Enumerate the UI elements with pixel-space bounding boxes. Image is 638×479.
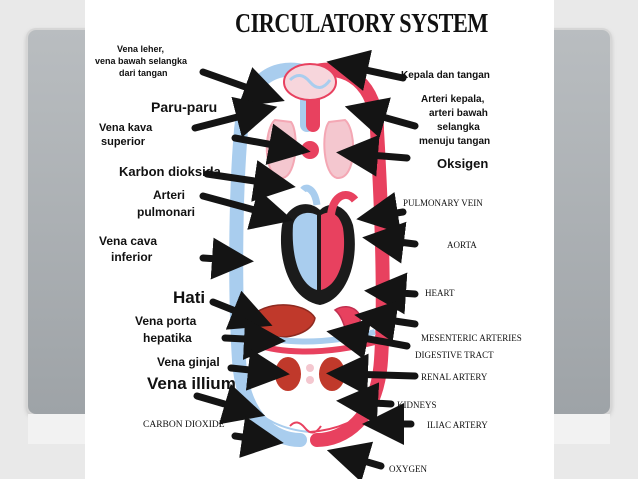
label-arteri-kepala: Arteri kepala, bbox=[421, 94, 485, 105]
label-vena-bawah-selangka: vena bawah selangka bbox=[95, 56, 188, 66]
label-mesenteric-arteries: MESENTERIC ARTERIES bbox=[421, 333, 522, 343]
page-title: CIRCULATORY SYSTEM bbox=[235, 8, 488, 38]
digestive-tract-shape bbox=[333, 306, 361, 334]
label-superior: superior bbox=[101, 136, 146, 148]
label-heart: HEART bbox=[425, 288, 455, 298]
label-karbon-dioksida: Karbon dioksida bbox=[119, 164, 221, 179]
label-vena-kava: Vena kava bbox=[99, 122, 153, 134]
label-vena-illium: Vena illium bbox=[147, 374, 236, 393]
label-kidneys: KIDNEYS bbox=[397, 400, 437, 410]
label-pulmonary-vein: PULMONARY VEIN bbox=[403, 198, 483, 208]
label-arteri-bawah: arteri bawah bbox=[429, 108, 488, 119]
label-aorta: AORTA bbox=[447, 240, 477, 250]
kidneys bbox=[275, 357, 345, 391]
label-vena-porta: Vena porta bbox=[135, 314, 197, 328]
label-arrows bbox=[191, 49, 419, 479]
label-paru-paru: Paru-paru bbox=[151, 99, 218, 115]
label-kepala-dan-tangan: Kepala dan tangan bbox=[401, 70, 490, 81]
label-iliac-artery: ILIAC ARTERY bbox=[427, 420, 488, 430]
label-oxygen: OXYGEN bbox=[389, 464, 427, 474]
label-inferior: inferior bbox=[111, 250, 153, 264]
circulatory-poster: CIRCULATORY SYSTEM Vena leher, vena bawa… bbox=[85, 0, 554, 479]
label-selangka: selangka bbox=[437, 122, 480, 133]
label-dari-tangan: dari tangan bbox=[119, 68, 168, 78]
label-renal-artery: RENAL ARTERY bbox=[421, 372, 488, 382]
label-vena-leher: Vena leher, bbox=[117, 44, 165, 54]
heart bbox=[280, 184, 359, 305]
label-carbon-dioxide: CARBON DIOXIDE bbox=[143, 420, 225, 430]
circulatory-diagram bbox=[191, 49, 419, 479]
label-hepatika: hepatika bbox=[143, 331, 192, 345]
label-vena-ginjal: Vena ginjal bbox=[157, 355, 220, 369]
label-digestive-tract: DIGESTIVE TRACT bbox=[415, 350, 494, 360]
liver bbox=[254, 304, 316, 338]
label-arteri: Arteri bbox=[153, 188, 186, 202]
label-vena-cava: Vena cava bbox=[99, 234, 158, 248]
label-pulmonari: pulmonari bbox=[137, 205, 196, 219]
label-oksigen: Oksigen bbox=[437, 156, 489, 171]
label-menuju-tangan: menuju tangan bbox=[419, 136, 491, 147]
label-hati: Hati bbox=[173, 288, 206, 307]
